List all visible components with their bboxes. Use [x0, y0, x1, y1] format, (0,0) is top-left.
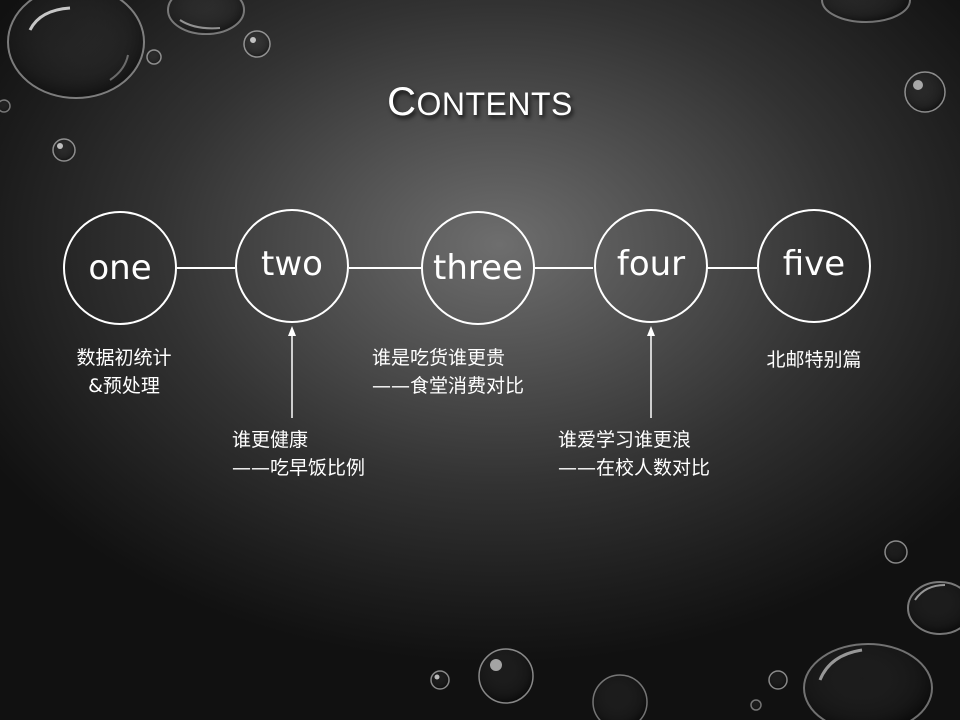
item-label: one [88, 248, 152, 288]
contents-item-one[interactable]: one [63, 211, 177, 325]
title-rest: ONTENTS [416, 86, 573, 122]
contents-item-two[interactable]: two [235, 209, 349, 323]
caption-line: 谁是吃货谁更贵 [372, 347, 506, 369]
item-label: two [261, 244, 323, 284]
arrow-up-icon [647, 326, 655, 418]
contents-item-four[interactable]: four [594, 209, 708, 323]
caption-one: 数据初统计 &预处理 [54, 344, 194, 400]
caption-line: &预处理 [88, 375, 160, 397]
caption-line: 数据初统计 [76, 347, 172, 369]
caption-line: ——吃早饭比例 [232, 457, 366, 479]
caption-line: ——食堂消费对比 [372, 375, 525, 397]
caption-four: 谁爱学习谁更浪 ——在校人数对比 [558, 426, 710, 482]
page-title: CONTENTS [0, 80, 960, 125]
contents-item-three[interactable]: three [421, 211, 535, 325]
title-initial: C [387, 80, 417, 124]
item-label: five [782, 244, 846, 284]
item-label: three [433, 248, 523, 288]
item-label: four [616, 244, 686, 284]
caption-five: 北邮特别篇 [744, 346, 884, 374]
caption-line: 谁爱学习谁更浪 [558, 429, 692, 451]
caption-three: 谁是吃货谁更贵 ——食堂消费对比 [372, 344, 524, 400]
caption-line: 北邮特别篇 [766, 349, 862, 371]
arrow-up-icon [288, 326, 296, 418]
caption-line: ——在校人数对比 [558, 457, 711, 479]
caption-two: 谁更健康 ——吃早饭比例 [232, 426, 365, 482]
caption-line: 谁更健康 [232, 429, 309, 451]
contents-item-five[interactable]: five [757, 209, 871, 323]
